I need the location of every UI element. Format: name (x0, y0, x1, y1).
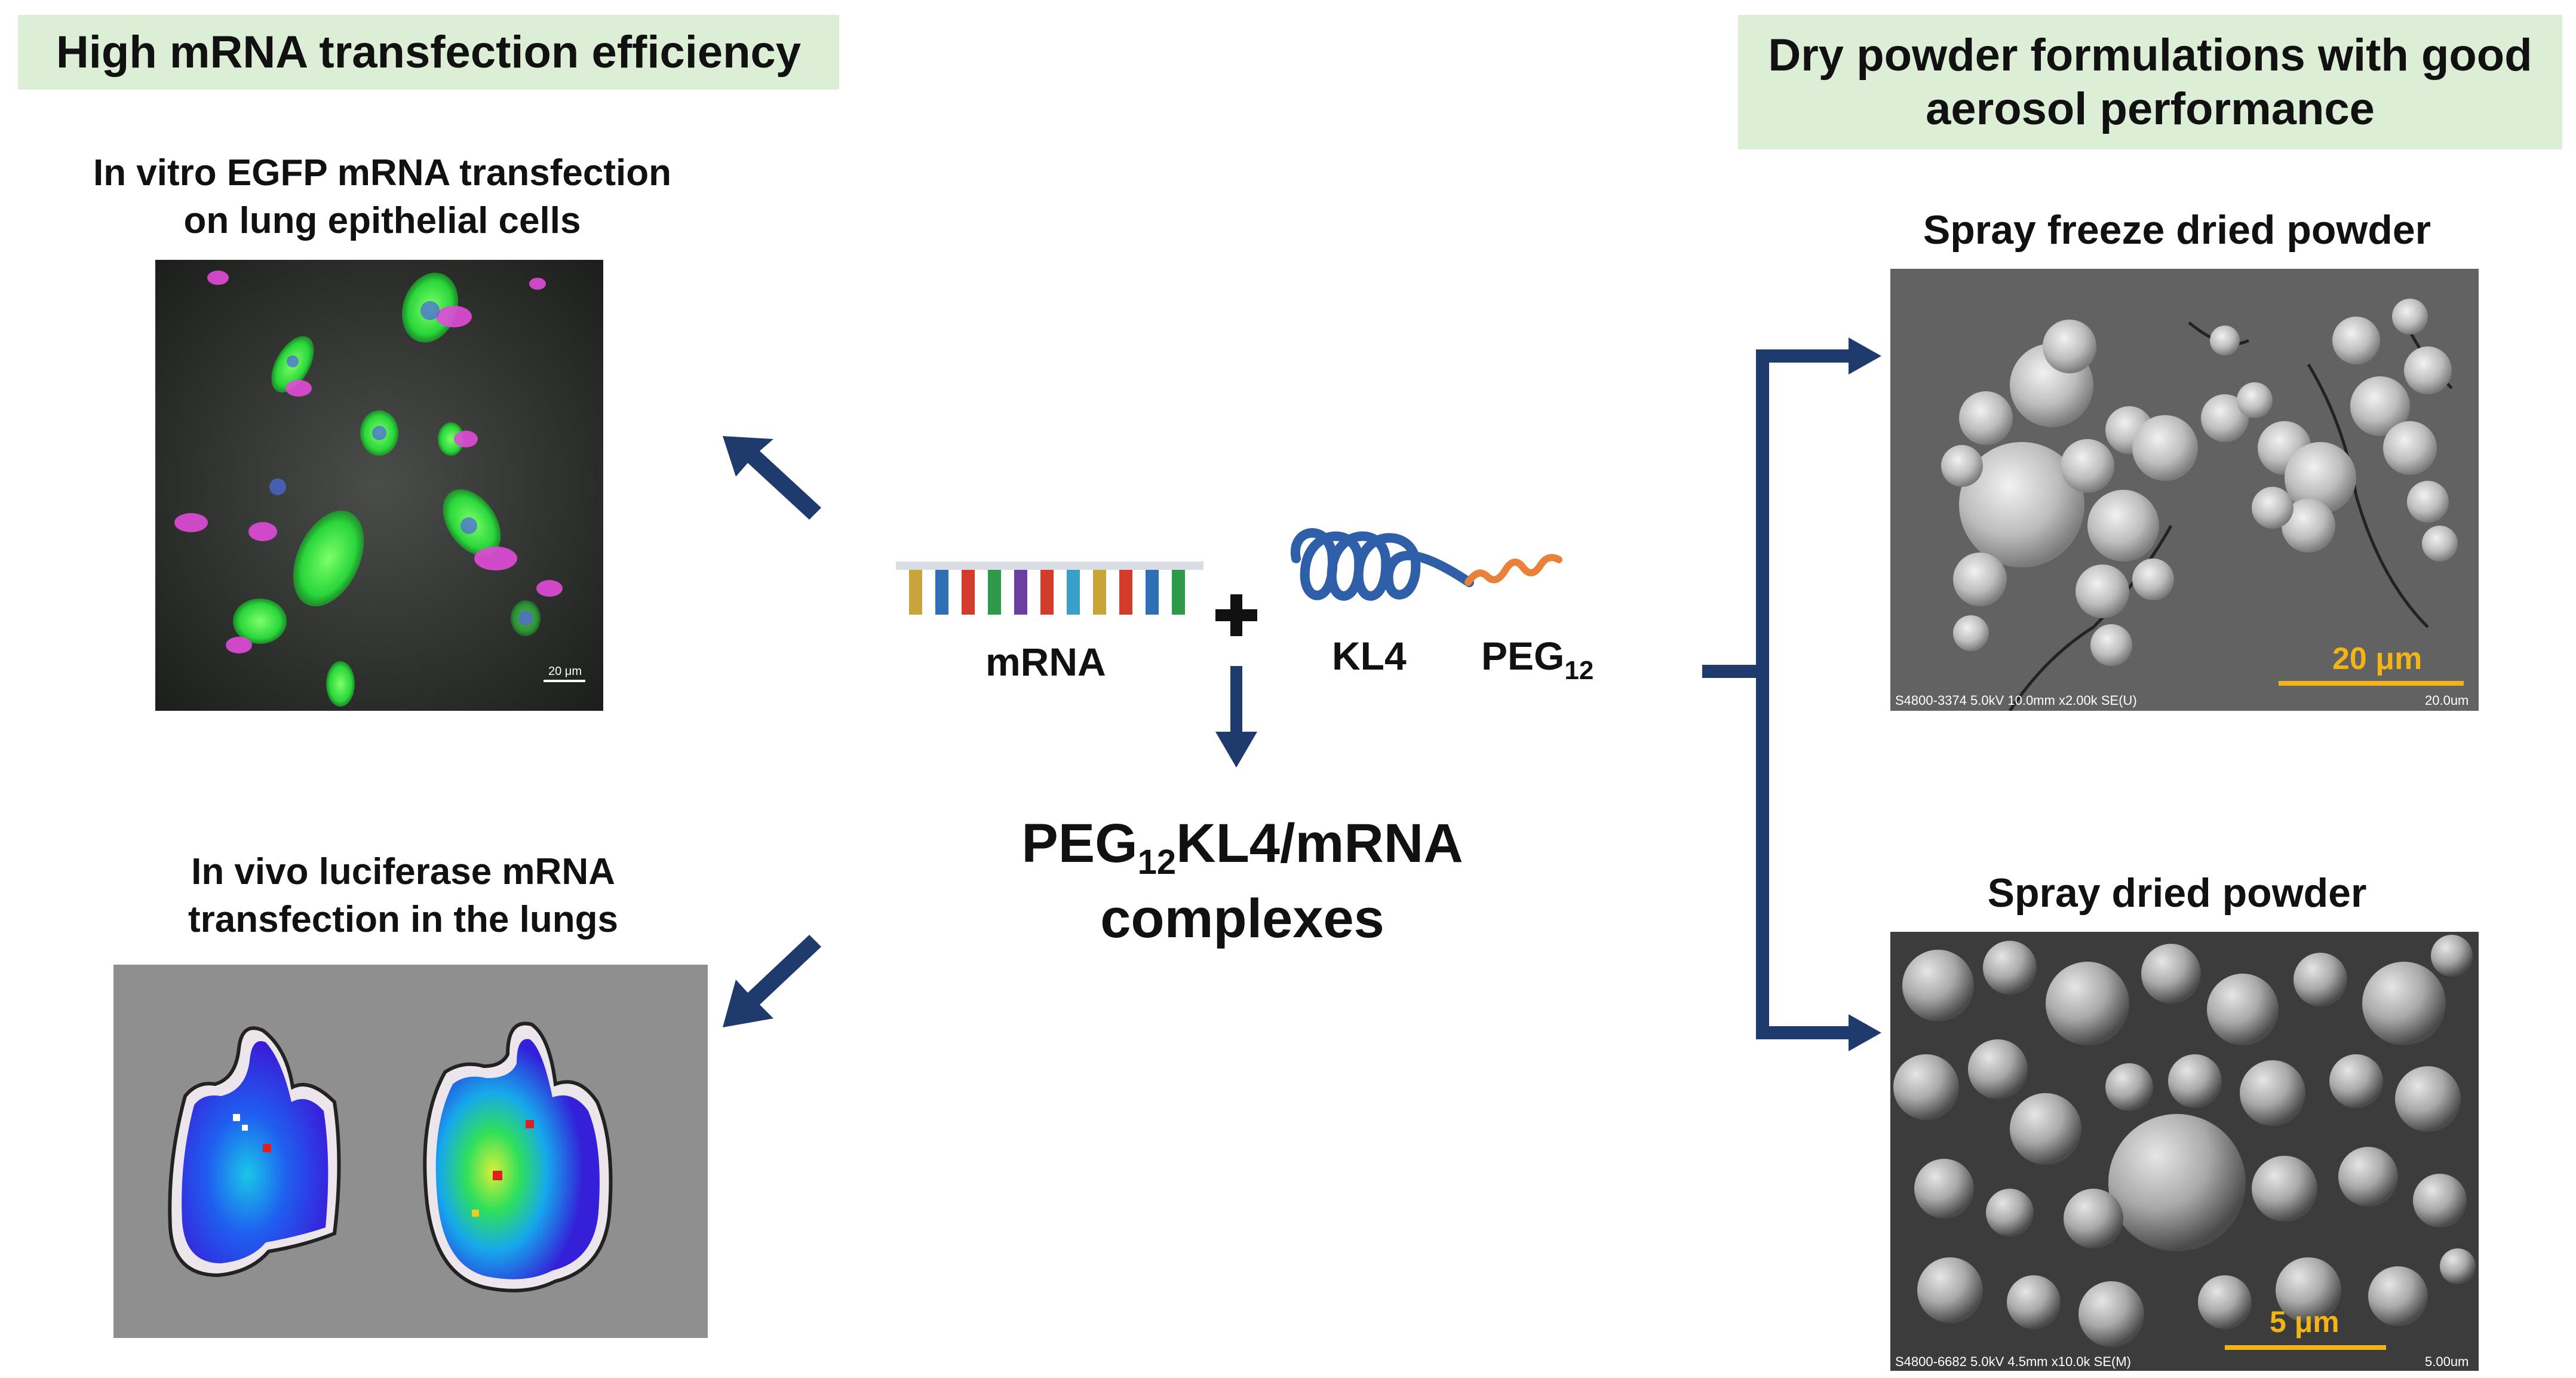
sd-meta: S4800-6682 5.0kV 4.5mm x10.0k SE(M) (1895, 1354, 2131, 1369)
cell (438, 422, 464, 456)
bracket-arrows-to-powders (1702, 337, 1881, 1051)
mrna-base (1093, 570, 1106, 615)
blue-nuclei (269, 301, 533, 625)
mrna-base (935, 570, 948, 615)
right-banner-line1: Dry powder formulations with good (1768, 29, 2532, 81)
complex-title-line2: complexes (1100, 888, 1384, 949)
right-banner: Dry powder formulations with good aeroso… (1738, 15, 2562, 149)
mrna-base (1040, 570, 1054, 615)
cell (233, 599, 287, 644)
sfd-scale-bar (2279, 681, 2464, 686)
sfd-meta-right: 20.0um (2425, 693, 2468, 708)
mrna-base (1119, 570, 1132, 615)
plus-icon (1215, 594, 1257, 636)
micrograph-scale-label: 20 μm (548, 665, 582, 678)
sd-title: Spray dried powder (1987, 870, 2367, 916)
mrna-base (1172, 570, 1185, 615)
in-vivo-caption-line2: transfection in the lungs (188, 899, 618, 940)
in-vitro-caption: In vitro EGFP mRNA transfection on lung … (36, 149, 729, 245)
arrow-to-in-vitro (723, 436, 821, 520)
complex-peg: PEG (1021, 813, 1138, 874)
complex-title: PEG12KL4/mRNA complexes (950, 809, 1535, 953)
cell (293, 510, 364, 607)
right-banner-line2: aerosol performance (1926, 83, 2375, 134)
mrna-base (1014, 570, 1027, 615)
magenta-nuclei (174, 271, 563, 653)
complex-subscript: 12 (1137, 843, 1177, 882)
peg-label: PEG12 (1481, 633, 1594, 685)
in-vitro-caption-line2: on lung epithelial cells (183, 200, 581, 241)
cell (326, 661, 355, 707)
in-vivo-caption-line1: In vivo luciferase mRNA (191, 851, 615, 892)
sfd-meta: S4800-3374 5.0kV 10.0mm x2.00k SE(U) (1895, 693, 2137, 708)
luciferase-lung-image (113, 965, 708, 1338)
sd-particles (1893, 935, 2476, 1347)
mrna-base (1146, 570, 1159, 615)
sd-meta-right: 5.00um (2425, 1354, 2468, 1369)
mrna-strand (896, 561, 1203, 615)
mrna-backbone (896, 561, 1203, 570)
fluorescence-micrograph: 20 μm (155, 260, 603, 711)
peg-chain (1464, 554, 1562, 586)
complex-rest: KL4/mRNA (1176, 813, 1463, 874)
lung-right (423, 1021, 613, 1293)
mrna-label: mRNA (985, 640, 1106, 684)
sfd-sem-image: 20 μm S4800-3374 5.0kV 10.0mm x2.00k SE(… (1890, 269, 2479, 711)
mrna-base (1067, 570, 1080, 615)
sfd-title: Spray freeze dried powder (1923, 207, 2431, 253)
lung-left (168, 1026, 341, 1278)
sfd-particles (1941, 299, 2458, 666)
left-banner: High mRNA transfection efficiency (18, 15, 839, 90)
arrow-down-to-complex (1215, 666, 1257, 768)
in-vitro-caption-line1: In vitro EGFP mRNA transfection (93, 152, 672, 194)
left-banner-text: High mRNA transfection efficiency (56, 26, 802, 78)
mrna-bases (909, 570, 1185, 615)
complex-title-line1: PEG12KL4/mRNA (950, 809, 1535, 885)
kl4-label: KL4 (1332, 634, 1407, 678)
sd-scale-label: 5 μm (2270, 1305, 2339, 1339)
sd-sem-image: 5 μm S4800-6682 5.0kV 4.5mm x10.0k SE(M)… (1890, 932, 2479, 1371)
in-vivo-caption: In vivo luciferase mRNA transfection in … (90, 848, 717, 944)
peg-label-subscript: 12 (1564, 656, 1594, 685)
peg-label-text: PEG (1481, 634, 1565, 678)
mrna-base (988, 570, 1001, 615)
kl4-peptide-helix (1290, 528, 1562, 601)
mrna-base (962, 570, 975, 615)
mrna-base (909, 570, 922, 615)
sd-scale-bar (2225, 1345, 2386, 1350)
arrow-to-in-vivo (723, 935, 821, 1027)
sfd-scale-label: 20 μm (2332, 642, 2422, 676)
